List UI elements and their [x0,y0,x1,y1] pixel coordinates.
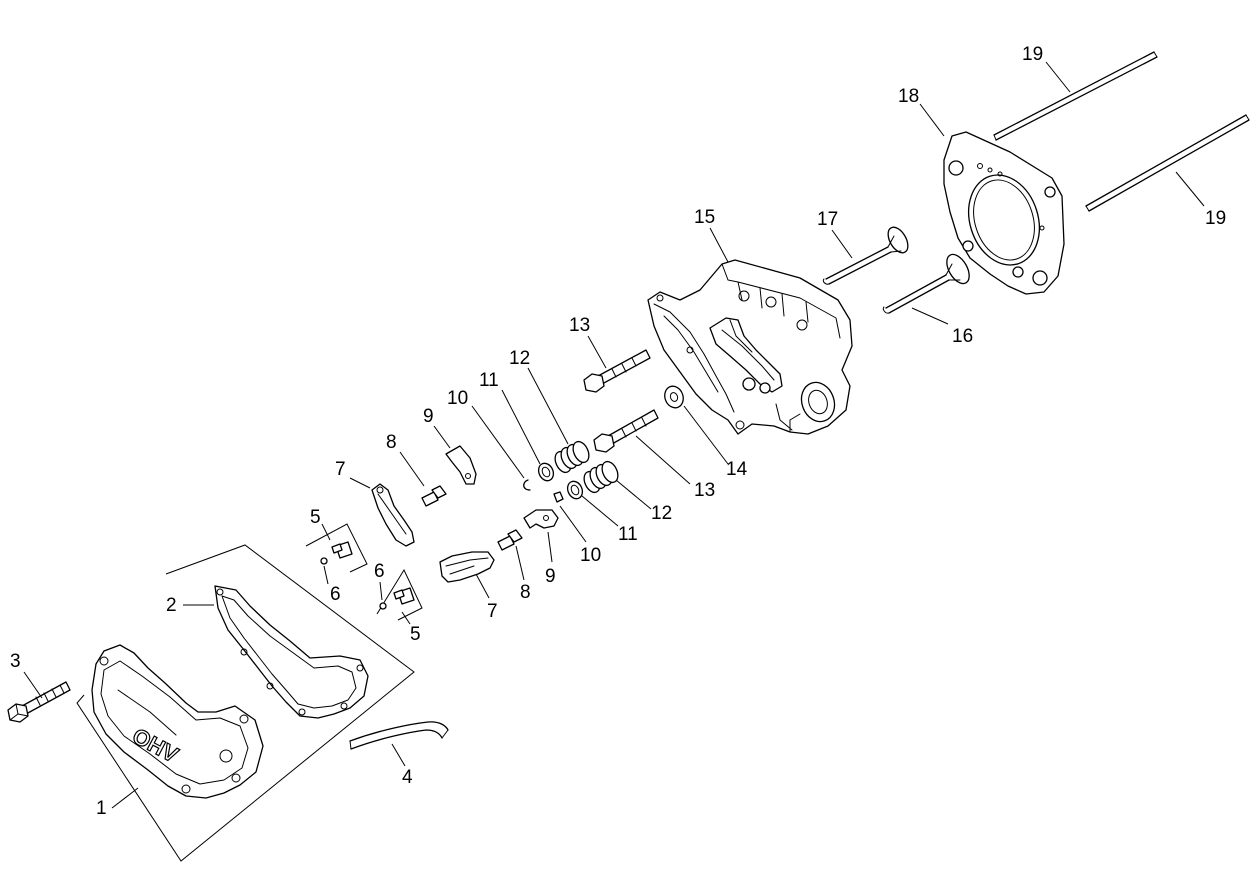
label-part-17: 17 [817,209,838,230]
label-part-8-lower: 8 [520,582,531,603]
label-part-15: 15 [694,207,715,228]
head-bolt-upper [583,349,651,393]
label-part-11-upper: 11 [479,370,499,391]
label-part-19-upper: 19 [1022,44,1043,65]
label-part-13-lower: 13 [694,480,715,501]
cover-group-bracket [76,544,415,862]
rocker-arm-upper [371,483,415,547]
label-part-1: 1 [96,798,107,819]
label-part-12-upper: 12 [509,348,530,369]
label-part-6-lower: 6 [374,561,385,582]
guide-plate-lower [523,509,559,529]
part-labels: 1 2 3 4 5 5 6 6 7 7 8 8 9 9 10 10 11 11 … [10,44,1226,819]
label-part-5-upper: 5 [310,507,321,528]
head-bolt-lower [593,409,659,453]
valve-upper [822,226,909,285]
label-part-11-lower: 11 [618,524,638,545]
valve-spring-upper [554,440,590,474]
rocker-stud-upper [421,485,447,507]
label-part-6-upper: 6 [330,584,341,605]
plug-box-upper [305,523,368,573]
label-part-7-lower: 7 [487,601,498,622]
push-rod-lower [1085,114,1250,212]
label-part-10-lower: 10 [580,545,601,566]
cover-bolt [7,681,71,723]
guide-plate-upper [445,445,477,485]
cylinder-head [647,259,853,435]
washer [664,385,684,409]
label-part-8-upper: 8 [386,432,397,453]
label-part-7-upper: 7 [335,459,346,480]
label-part-9-lower: 9 [545,566,556,587]
label-part-16: 16 [952,326,973,347]
leader-lines [23,61,1205,809]
rocker-stud-lower [497,529,523,551]
plug-box-lower [376,568,423,621]
valve-spring-lower [583,460,619,494]
rocker-arm-lower [439,551,495,583]
breather-hose [349,721,449,750]
valve-lower [882,253,970,314]
retainer-lower [566,480,584,500]
keeper-lower [553,491,564,503]
cover-gasket [214,585,369,719]
label-part-9-upper: 9 [423,406,434,427]
label-part-10-upper: 10 [447,388,468,409]
head-gasket [943,131,1065,295]
keeper-upper [523,479,531,491]
label-part-13-upper: 13 [569,315,590,336]
label-part-19-lower: 19 [1205,208,1226,229]
label-part-5-lower: 5 [410,624,421,645]
label-part-14: 14 [726,459,748,480]
label-part-3: 3 [10,651,21,672]
label-part-12-lower: 12 [651,503,672,524]
retainer-upper [537,462,555,482]
label-part-18: 18 [898,86,919,107]
label-part-4: 4 [402,767,413,788]
valve-cover: OHV [91,644,264,799]
push-rod-upper [993,51,1158,141]
label-part-2: 2 [166,595,177,616]
